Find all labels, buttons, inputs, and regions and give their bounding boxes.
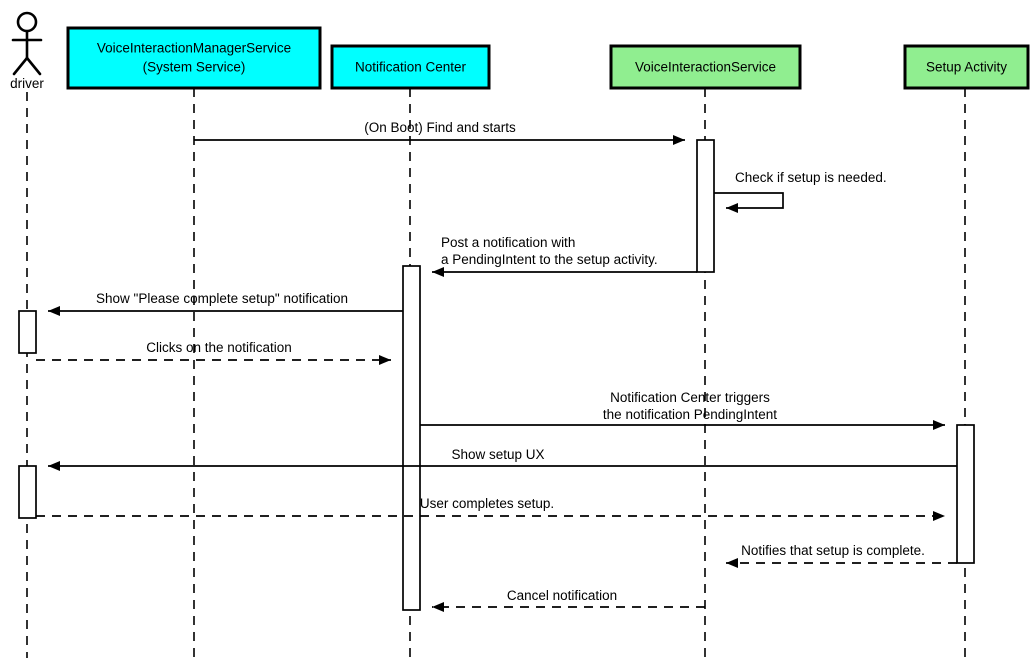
participant-box-voice-interaction-service[interactable]	[609, 44, 802, 90]
participant-notification-center[interactable]: Notification Center	[330, 44, 491, 90]
message-m2: Check if setup is needed.	[714, 170, 887, 213]
message-line-m2	[714, 192, 784, 213]
participant-label-notification-center: Notification Center	[355, 60, 467, 75]
message-m6: Notification Center triggers the notifica…	[420, 390, 945, 430]
actor-leg-right	[25, 56, 42, 76]
lifelines-layer	[26, 88, 966, 658]
activation-bar-notification-center	[402, 265, 421, 611]
activation-bar-setup-activity	[956, 424, 975, 564]
message-label-m4: Show "Please complete setup" notificatio…	[96, 291, 348, 306]
message-m9: Notifies that setup is complete.	[726, 543, 957, 568]
message-label-m9: Notifies that setup is complete.	[741, 543, 925, 558]
message-label-m3-line1: Post a notification with	[441, 235, 575, 250]
participant-driver[interactable]: driver	[10, 11, 44, 91]
participant-vims[interactable]: VoiceInteractionManagerService (System Se…	[66, 26, 322, 90]
message-label-m10: Cancel notification	[507, 588, 617, 603]
message-label-m3-line2: a PendingIntent to the setup activity.	[441, 252, 658, 267]
message-m3: Post a notification with a PendingIntent …	[432, 235, 697, 277]
participant-label-setup-activity: Setup Activity	[926, 60, 1007, 75]
participant-label-voice-interaction-service: VoiceInteractionService	[635, 60, 776, 75]
message-label-m6-line2: the notification PendingIntent	[603, 407, 777, 422]
message-label-m6-line1: Notification Center triggers	[610, 390, 770, 405]
message-label-m8: User completes setup.	[420, 496, 554, 511]
participant-label-vims-line2: (System Service)	[143, 60, 246, 75]
message-label-m7: Show setup UX	[451, 447, 544, 462]
participant-voice-interaction-service[interactable]: VoiceInteractionService	[609, 44, 802, 90]
participant-label-vims-line1: VoiceInteractionManagerService	[97, 41, 291, 56]
participant-label-driver: driver	[10, 76, 44, 91]
message-label-m2: Check if setup is needed.	[735, 170, 887, 185]
message-m1: (On Boot) Find and starts	[194, 120, 685, 145]
actor-leg-left	[12, 56, 29, 76]
message-m5: Clicks on the notification	[36, 340, 391, 365]
message-label-m1: (On Boot) Find and starts	[364, 120, 516, 135]
message-label-m5: Clicks on the notification	[146, 340, 292, 355]
actor-head-icon	[16, 11, 38, 33]
participant-box-notification-center[interactable]	[330, 44, 491, 90]
activation-bar-voice-interaction-service	[696, 139, 715, 273]
participant-box-vims[interactable]	[66, 26, 322, 90]
activation-bar-driver	[18, 310, 37, 354]
message-m7: Show setup UX	[48, 447, 957, 471]
participant-setup-activity[interactable]: Setup Activity	[903, 44, 1030, 90]
participants-layer: driver VoiceInteractionManagerService (Sys…	[10, 11, 1030, 91]
message-m8: User completes setup.	[36, 496, 945, 521]
activation-bar-driver	[18, 465, 37, 519]
participant-box-setup-activity[interactable]	[903, 44, 1030, 90]
message-m10: Cancel notification	[432, 588, 705, 612]
message-m4: Show "Please complete setup" notificatio…	[48, 291, 403, 316]
activations-layer	[18, 139, 975, 611]
